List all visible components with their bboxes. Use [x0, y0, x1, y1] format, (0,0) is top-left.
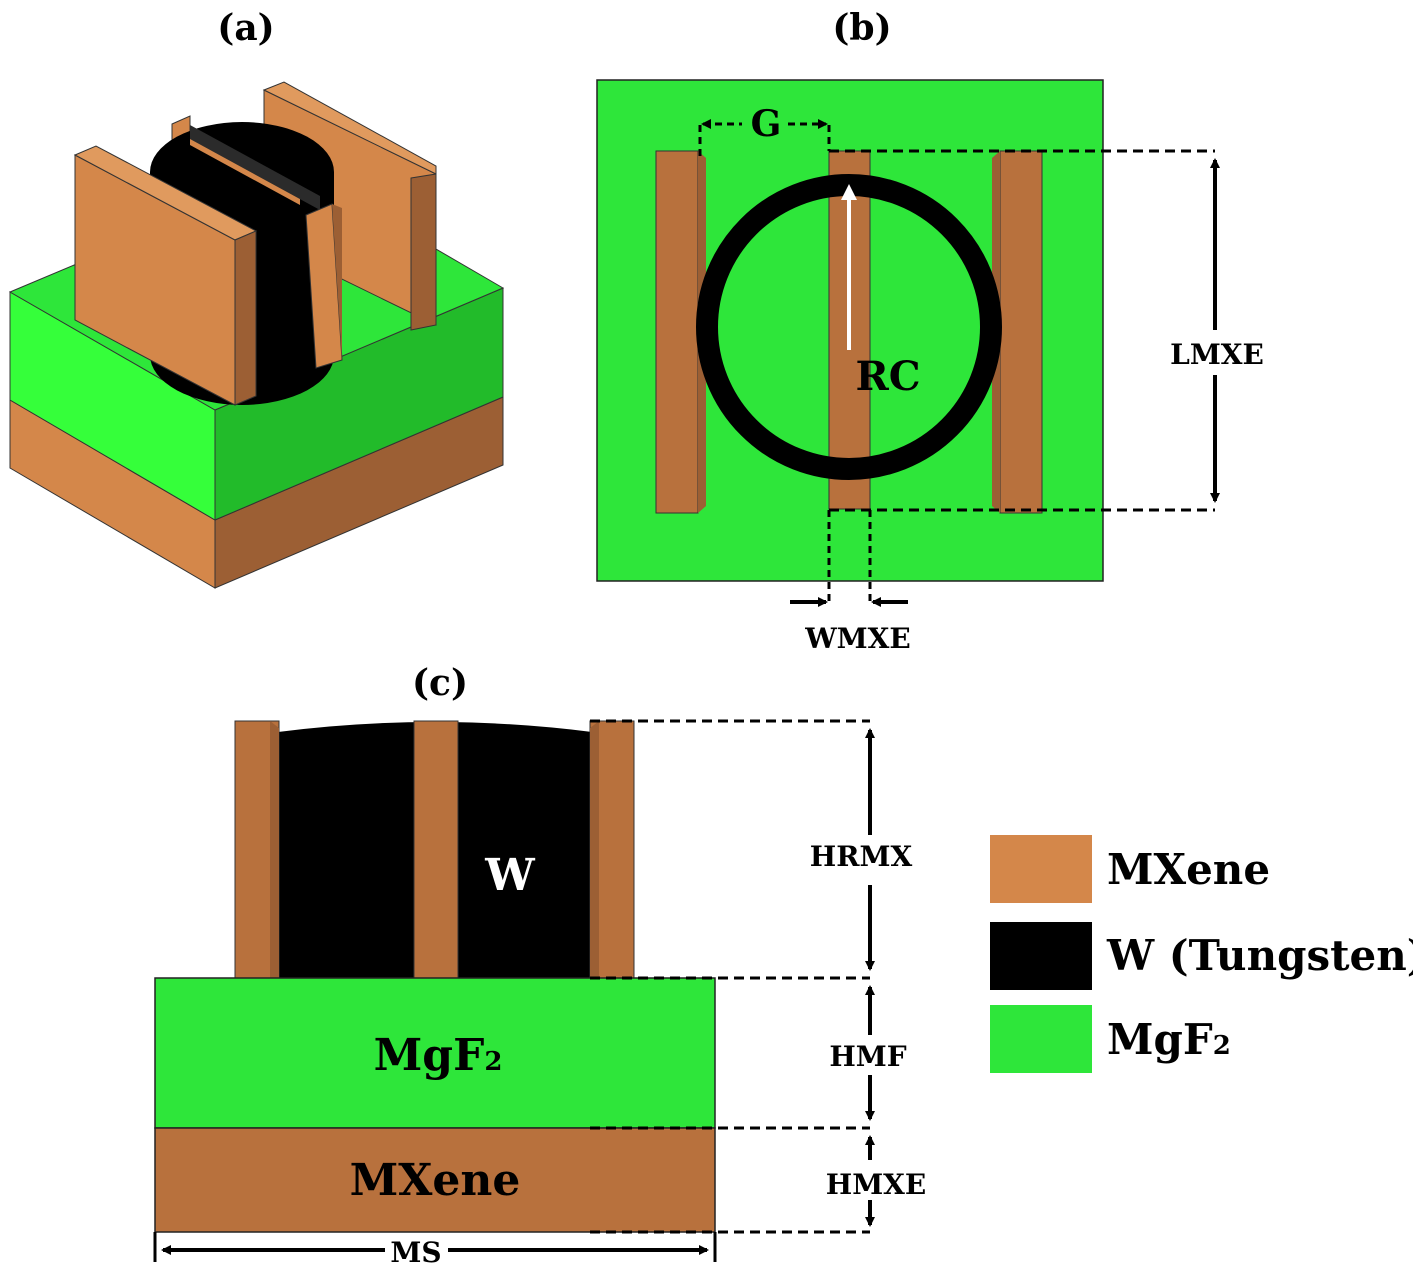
ring-radius-label: RC	[855, 353, 920, 400]
plate-back-right-top	[262, 81, 437, 175]
bar-center-side	[332, 204, 342, 360]
hmf-label: HMF	[829, 1040, 906, 1073]
lmxe-label: LMXE	[1170, 338, 1264, 371]
panel-b-top-view: (b) RC G LMXE WMXE	[596, 7, 1264, 655]
mxene-layer-label: MXene	[350, 1155, 521, 1206]
panel-c-side-view: (c) W MgF2 MXene HRMX HMF HMXE	[153, 662, 927, 1268]
side-bar-left-edge	[270, 721, 279, 978]
wmxe-label: WMXE	[804, 622, 911, 655]
hmxe-label: HMXE	[826, 1168, 927, 1201]
hrmx-label: HRMX	[810, 840, 913, 873]
ms-label: MS	[390, 1236, 441, 1268]
panel-c-label: (c)	[412, 662, 468, 704]
mxene-layer	[154, 1127, 716, 1233]
legend-label-mgf: MgF2	[1107, 1015, 1231, 1064]
plate-back-right-side	[410, 173, 437, 331]
legend-swatch-tungsten	[990, 922, 1092, 990]
legend-swatch-mgf	[990, 1005, 1092, 1073]
panel-b-label: (b)	[832, 7, 891, 49]
radius-arrow-head	[841, 184, 857, 200]
side-bar-center	[413, 720, 459, 979]
legend-swatch-mxene	[990, 835, 1092, 903]
gap-label: G	[751, 103, 782, 145]
legend-label-tungsten: W (Tungsten)	[1106, 931, 1413, 980]
mxene-bar-left	[655, 150, 699, 514]
mxene-bar-right	[999, 150, 1043, 514]
panel-a-3d-view: (a)	[8, 7, 505, 589]
panel-a-label: (a)	[217, 7, 274, 49]
bar-center-top	[190, 125, 320, 210]
side-bar-right-edge	[590, 721, 599, 978]
tungsten-label: W	[484, 850, 535, 901]
mgf-layer-label: MgF2	[374, 1030, 503, 1081]
mgf-layer	[154, 977, 716, 1129]
plate-front-left-side	[234, 230, 257, 406]
legend: MXene W (Tungsten) MgF2	[990, 835, 1413, 1073]
legend-label-mxene: MXene	[1107, 845, 1270, 894]
